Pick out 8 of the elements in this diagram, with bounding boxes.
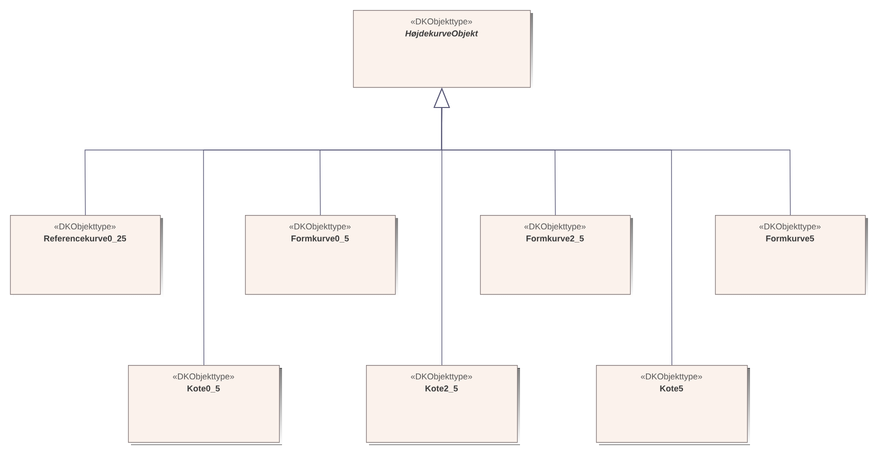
class-box: «DKObjekttype» Kote5	[596, 364, 750, 445]
class-box: «DKObjekttype» HøjdekurveObjekt	[353, 10, 533, 90]
class-box: «DKObjekttype» Formkurve0_5	[245, 215, 398, 297]
class-box: «DKObjekttype» Formkurve2_5	[480, 215, 633, 297]
class-box: «DKObjekttype» Referencekurve0_25	[10, 215, 163, 297]
class-box: «DKObjekttype» Kote2_5	[366, 364, 520, 445]
class-box: «DKObjekttype» Formkurve5	[715, 215, 868, 297]
class-box: «DKObjekttype» Kote0_5	[128, 364, 282, 445]
